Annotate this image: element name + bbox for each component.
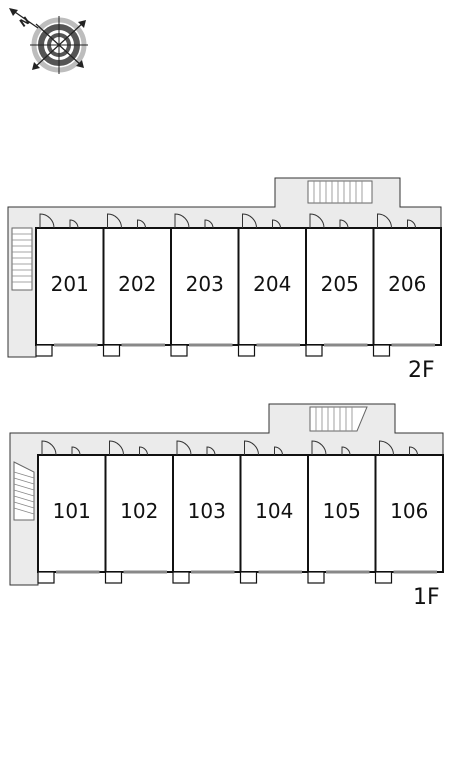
- unit-room: [305, 227, 375, 346]
- balcony-box: [307, 571, 325, 584]
- unit-103: 103: [172, 440, 242, 584]
- unit-201: 201: [35, 213, 105, 357]
- compass-north-label: N: [17, 14, 32, 30]
- unit-102: 102: [104, 440, 174, 584]
- inner-door-icon: [204, 219, 214, 229]
- inner-door-icon: [341, 446, 351, 456]
- unit-room: [170, 227, 240, 346]
- balcony-box: [172, 571, 190, 584]
- entrance-door-icon: [242, 213, 257, 229]
- balcony-box: [35, 344, 53, 357]
- unit-205: 205: [305, 213, 375, 357]
- unit-room: [237, 227, 307, 346]
- entrance-door-icon: [377, 213, 392, 229]
- entrance-door-icon: [109, 440, 124, 456]
- floor-2f: 201 202 203 204 205 206 2F: [7, 177, 442, 383]
- balcony-box: [372, 344, 391, 357]
- balcony-box: [237, 344, 256, 357]
- staircase-top: [307, 180, 373, 204]
- floor-label-2f: 2F: [408, 358, 435, 383]
- unit-number: 206: [388, 272, 426, 296]
- unit-203: 203: [170, 213, 240, 357]
- corridor-2f: [7, 177, 442, 358]
- staircase-top: [309, 406, 368, 432]
- unit-number: 204: [253, 272, 291, 296]
- inner-door-icon: [339, 219, 349, 229]
- balcony-box: [374, 571, 393, 584]
- entrance-door-icon: [309, 213, 325, 229]
- floor-1f: 101 102 103 104 105 106 1F: [9, 403, 444, 610]
- unit-206: 206: [372, 213, 442, 357]
- balcony-box: [104, 571, 123, 584]
- inner-door-icon: [274, 446, 283, 456]
- corridor-1f: [9, 403, 444, 586]
- inner-door-icon: [206, 446, 216, 456]
- unit-room: [372, 227, 442, 346]
- unit-number: 103: [188, 499, 226, 523]
- inner-door-icon: [137, 219, 146, 229]
- entrance-door-icon: [39, 213, 55, 229]
- entrance-door-icon: [311, 440, 327, 456]
- inner-door-icon: [71, 446, 81, 456]
- balcony-box: [102, 344, 121, 357]
- entrance-door-icon: [41, 440, 57, 456]
- unit-number: 203: [186, 272, 224, 296]
- unit-105: 105: [307, 440, 377, 584]
- unit-number: 202: [118, 272, 156, 296]
- unit-number: 205: [321, 272, 359, 296]
- unit-number: 104: [255, 499, 293, 523]
- compass-rose-icon: N: [9, 8, 88, 74]
- unit-room: [172, 454, 242, 573]
- balcony-box: [37, 571, 55, 584]
- entrance-door-icon: [244, 440, 259, 456]
- balcony-box: [170, 344, 188, 357]
- inner-door-icon: [409, 446, 418, 456]
- balcony-box: [239, 571, 258, 584]
- unit-room: [35, 227, 105, 346]
- inner-door-icon: [407, 219, 416, 229]
- entrance-door-icon: [174, 213, 190, 229]
- unit-number: 105: [323, 499, 361, 523]
- staircase-left: [11, 227, 33, 291]
- unit-number: 102: [120, 499, 158, 523]
- entrance-door-icon: [176, 440, 192, 456]
- unit-202: 202: [102, 213, 172, 357]
- floor-label-1f: 1F: [413, 585, 440, 610]
- entrance-door-icon: [379, 440, 394, 456]
- unit-104: 104: [239, 440, 309, 584]
- inner-door-icon: [139, 446, 148, 456]
- unit-number: 106: [390, 499, 428, 523]
- unit-106: 106: [374, 440, 444, 584]
- inner-door-icon: [69, 219, 79, 229]
- unit-number: 101: [53, 499, 91, 523]
- inner-door-icon: [272, 219, 281, 229]
- unit-101: 101: [37, 440, 107, 584]
- balcony-box: [305, 344, 323, 357]
- staircase-left: [13, 461, 35, 521]
- unit-number: 201: [51, 272, 89, 296]
- unit-204: 204: [237, 213, 307, 357]
- entrance-door-icon: [107, 213, 122, 229]
